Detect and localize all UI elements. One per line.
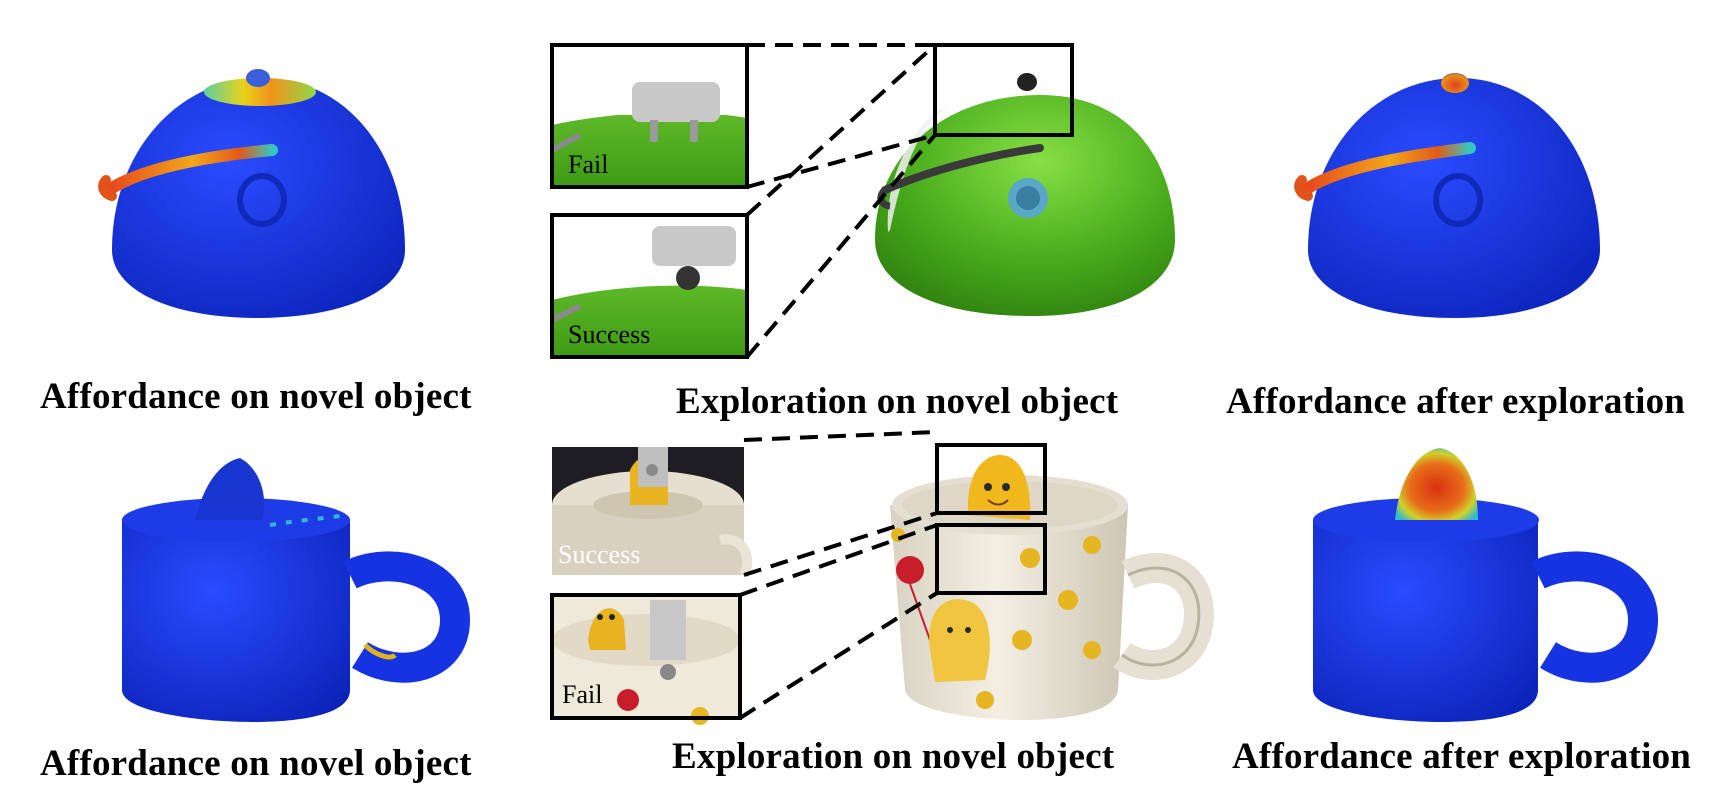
caption-row2-left: Affordance on novel object xyxy=(40,743,472,784)
zoom-box-lid xyxy=(935,523,1047,595)
inset-label-teapot-fail: Fail xyxy=(568,150,609,179)
mug-affordance-after xyxy=(1313,448,1659,722)
inset-label-teapot-success: Success xyxy=(568,320,651,349)
teapot-inset-success xyxy=(550,213,749,359)
inset-label-mug-fail: Fail xyxy=(562,680,603,709)
zoom-box-toy xyxy=(935,443,1047,515)
inset-label-mug-success: Success xyxy=(558,540,641,569)
mug-inset-fail xyxy=(550,593,742,725)
teapot-affordance-before xyxy=(98,69,405,318)
caption-row2-middle: Exploration on novel object xyxy=(672,736,1115,777)
zoom-lines-row2 xyxy=(738,430,939,720)
teapot-affordance-after xyxy=(1294,73,1600,318)
zoom-box-knob xyxy=(933,43,1074,137)
mug-affordance-before xyxy=(122,458,471,722)
teapot-inset-fail xyxy=(550,43,749,189)
caption-row2-right: Affordance after exploration xyxy=(1232,736,1692,777)
mug-inset-success xyxy=(552,447,753,578)
caption-row1-left: Affordance on novel object xyxy=(40,376,472,417)
teapot-explored xyxy=(875,43,1175,316)
caption-row1-middle: Exploration on novel object xyxy=(676,381,1119,422)
zoom-lines-row1 xyxy=(745,43,937,359)
mug-explored xyxy=(890,443,1214,720)
caption-row1-right: Affordance after exploration xyxy=(1226,381,1686,422)
